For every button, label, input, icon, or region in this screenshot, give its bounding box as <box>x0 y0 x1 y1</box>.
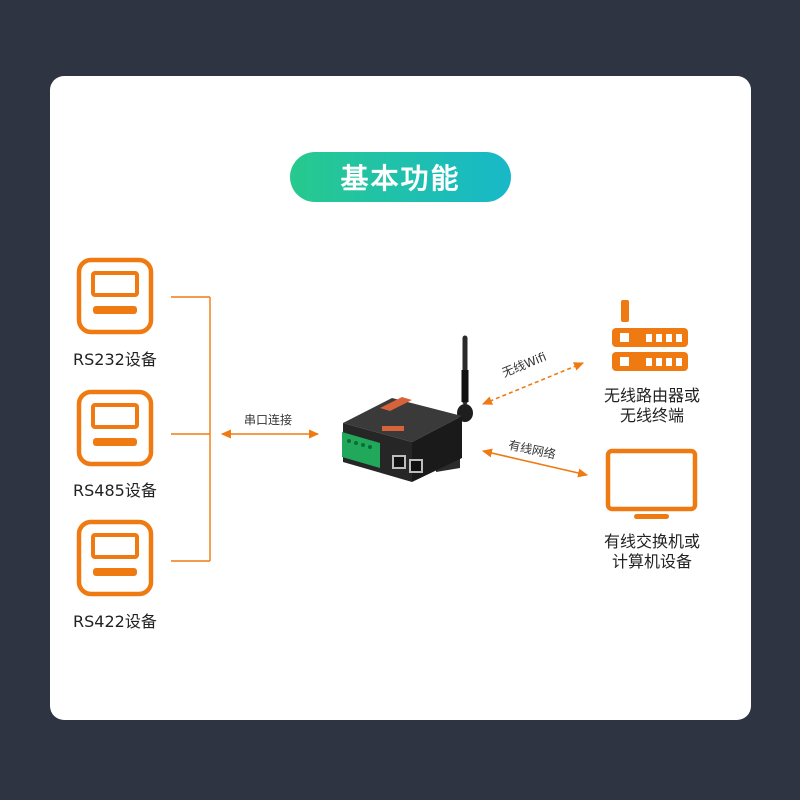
serial-link-label: 串口连接 <box>244 413 293 427</box>
rs232-device-icon <box>76 257 154 335</box>
rs232-label: RS232设备 <box>73 350 157 369</box>
router-label-line1: 无线路由器或 <box>603 386 700 405</box>
gateway-device-icon <box>342 335 473 482</box>
serial-bracket <box>171 296 211 562</box>
router-label-line2: 无线终端 <box>619 406 684 425</box>
rs422-device-icon <box>76 519 154 597</box>
wifi-arrow <box>481 362 585 405</box>
rs485-device-icon <box>76 389 154 467</box>
rs485-label: RS485设备 <box>73 481 157 500</box>
monitor-icon <box>605 448 698 519</box>
page-title: 基本功能 <box>340 162 461 195</box>
rs422-label: RS422设备 <box>73 612 157 631</box>
title-badge: 基本功能 <box>290 152 511 202</box>
wired-arrow <box>481 448 589 478</box>
computer-label: 有线交换机或 计算机设备 <box>588 532 716 572</box>
router-label: 无线路由器或 无线终端 <box>588 386 716 426</box>
computer-label-line1: 有线交换机或 <box>603 532 700 551</box>
computer-label-line2: 计算机设备 <box>611 552 692 571</box>
router-icon <box>612 300 688 371</box>
